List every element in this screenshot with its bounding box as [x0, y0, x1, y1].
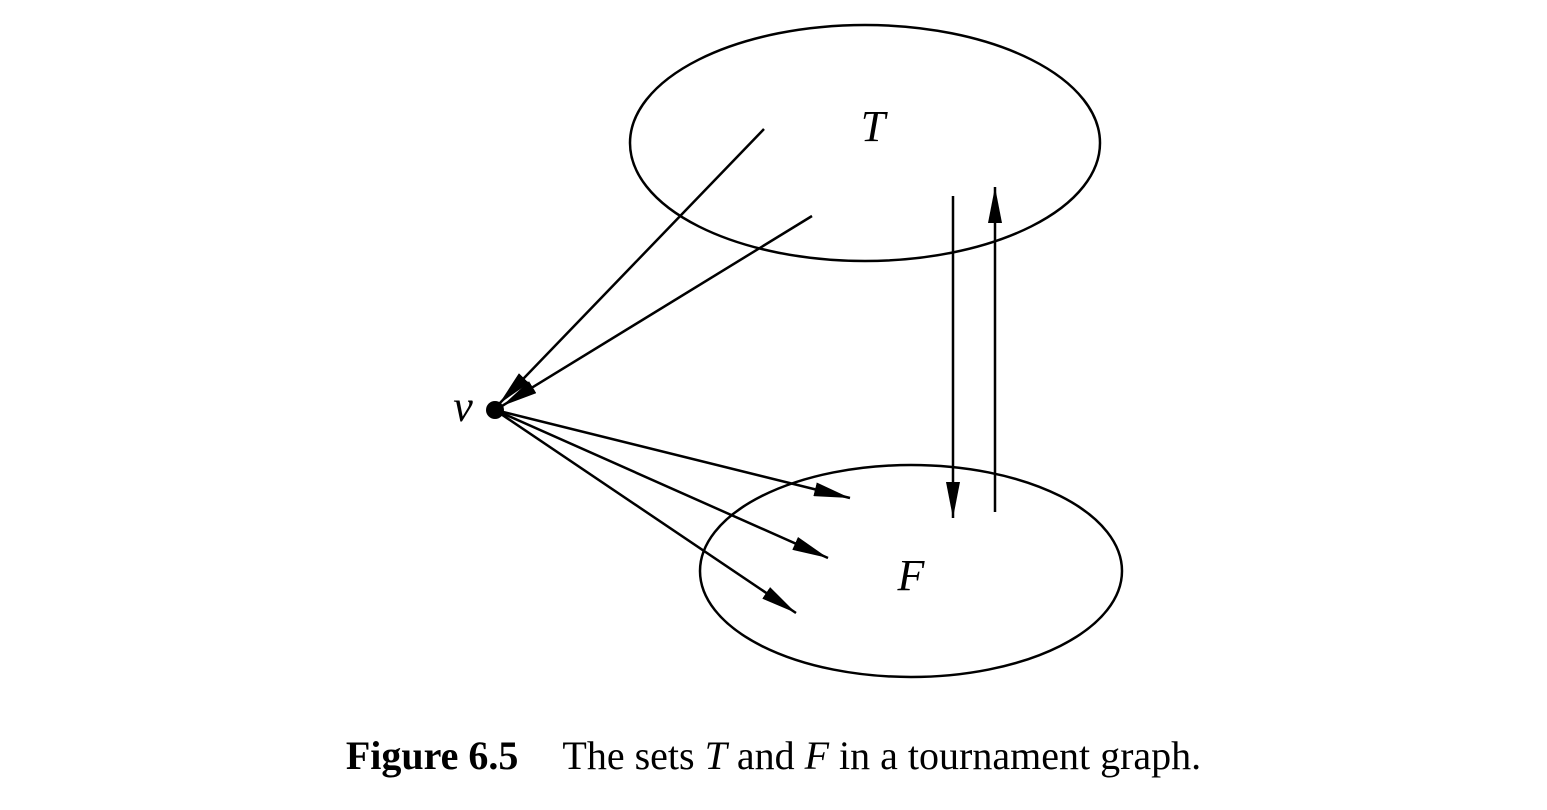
figure-number: Figure 6.5: [345, 733, 519, 778]
edge-t-to-v-2: [501, 214, 813, 408]
set-t-label: T: [861, 102, 889, 151]
edge-t-to-v-1: [498, 128, 765, 405]
vertex-v-label: v: [453, 382, 473, 431]
set-t-ellipse: [628, 23, 1102, 263]
vertex-v-dot: [486, 401, 504, 419]
caption-text-2: and: [736, 733, 795, 778]
caption-text-1: The sets: [562, 733, 695, 778]
edge-v-to-f-2: [494, 408, 829, 560]
set-f-ellipse: [698, 463, 1124, 679]
figure-caption: Figure 6.5 The sets T and F in a tourname…: [0, 732, 1547, 779]
edge-v-to-f-1: [494, 408, 851, 500]
caption-text-3: in a tournament graph.: [839, 733, 1202, 778]
caption-var-t: T: [704, 733, 727, 778]
set-f-label: F: [897, 551, 926, 600]
edge-v-to-f-3: [494, 408, 797, 615]
caption-var-f: F: [804, 733, 830, 778]
